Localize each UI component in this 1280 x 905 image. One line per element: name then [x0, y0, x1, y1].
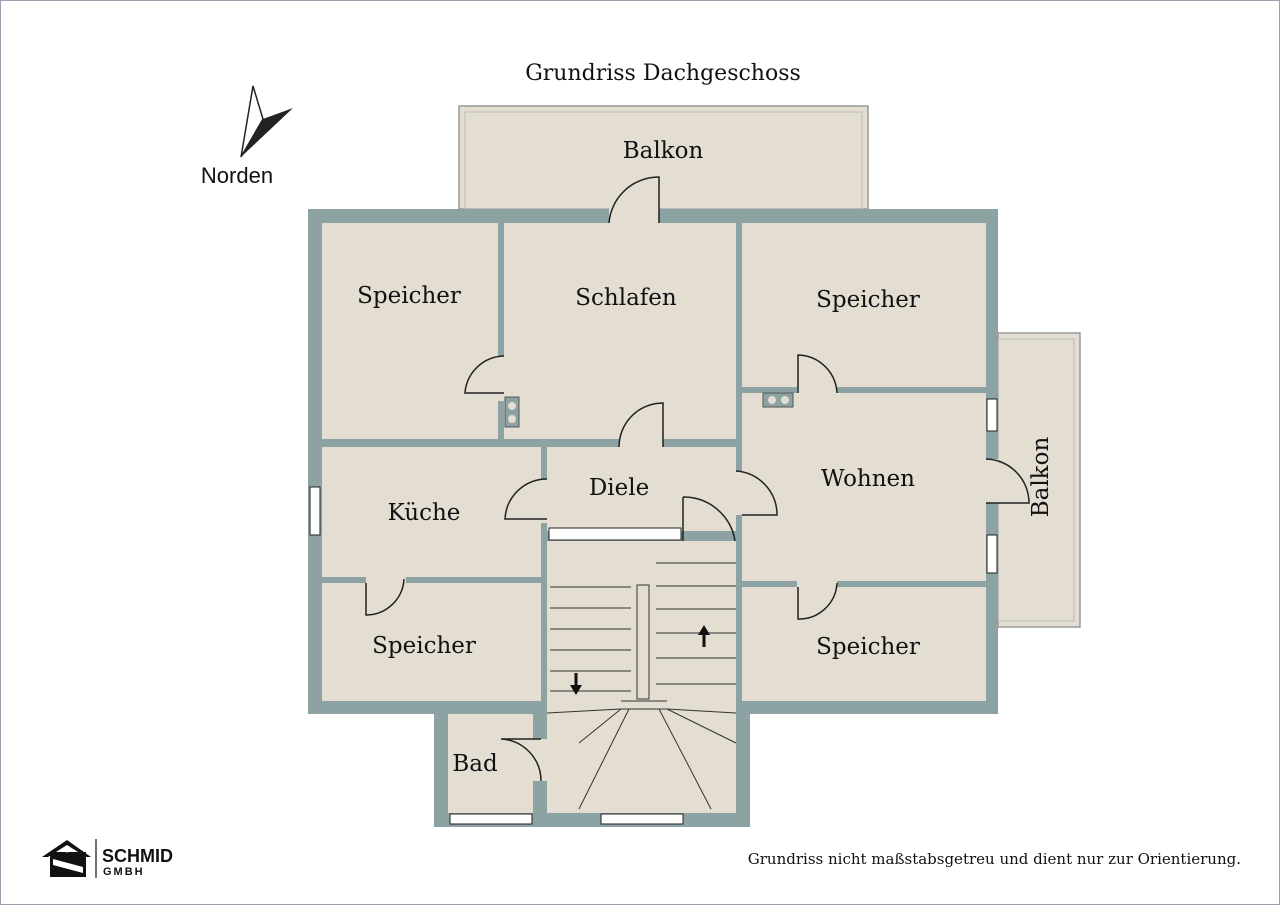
room-label-speicher-br: Speicher: [816, 634, 920, 660]
windows: [309, 398, 998, 825]
stove-icon: [504, 396, 520, 428]
north-arrow-icon: [240, 85, 293, 158]
room-label-balkon-top: Balkon: [623, 138, 704, 164]
compass-label: Norden: [201, 163, 273, 188]
floors: [322, 223, 986, 813]
plan-title: Grundriss Dachgeschoss: [525, 61, 801, 86]
room-label-balkon-right: Balkon: [1028, 437, 1054, 518]
room-label-speicher-tr: Speicher: [816, 287, 920, 313]
room-label-wohnen: Wohnen: [821, 466, 915, 492]
balcony-top: [458, 105, 869, 210]
room-label-diele: Diele: [589, 475, 649, 501]
stair-arrow-up-icon: [698, 625, 710, 647]
balcony-right: [997, 332, 1081, 628]
room-label-speicher-tl: Speicher: [357, 283, 461, 309]
disclaimer: Grundriss nicht maßstabsgetreu und dient…: [748, 850, 1241, 868]
room-label-schlafen: Schlafen: [575, 285, 677, 311]
stair-arrow-down-icon: [570, 673, 582, 695]
staircase: [546, 562, 737, 810]
room-label-kueche: Küche: [388, 500, 461, 526]
doors: [365, 176, 1030, 782]
logo-sub: GMBH: [103, 866, 145, 878]
room-label-speicher-bl: Speicher: [372, 633, 476, 659]
logo-name: SCHMID: [102, 846, 173, 866]
stove-icon: [762, 392, 794, 408]
room-label-bad: Bad: [452, 751, 498, 777]
company-logo: SCHMID GMBH: [42, 839, 173, 878]
